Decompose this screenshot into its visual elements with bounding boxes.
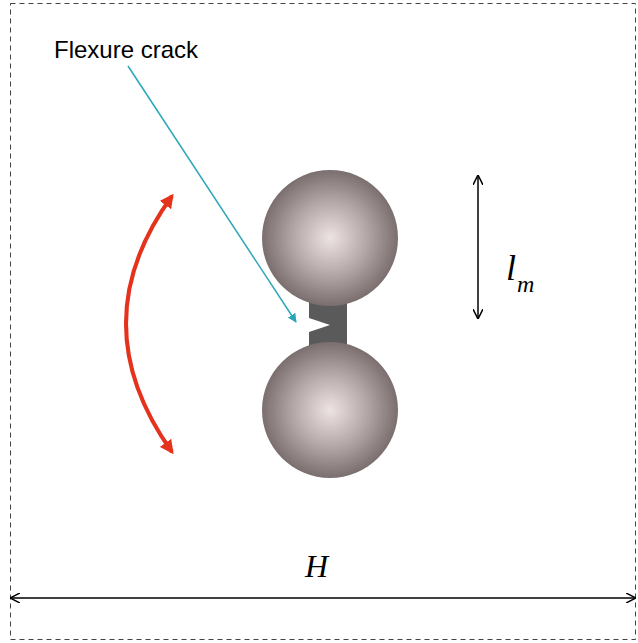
width-arrow [11,597,635,599]
particle-sphere [262,170,398,306]
callout-label: Flexure crack [54,38,198,62]
leader-line [128,66,296,322]
length-arrow [477,176,479,318]
dimension-subscript: m [517,272,534,296]
rotation-arrow [126,196,172,452]
particle-sphere [262,342,398,478]
domain-border [11,4,636,640]
dimension-label: H [305,550,328,582]
dimension-symbol: l [506,250,516,286]
crack-notch [309,318,330,332]
